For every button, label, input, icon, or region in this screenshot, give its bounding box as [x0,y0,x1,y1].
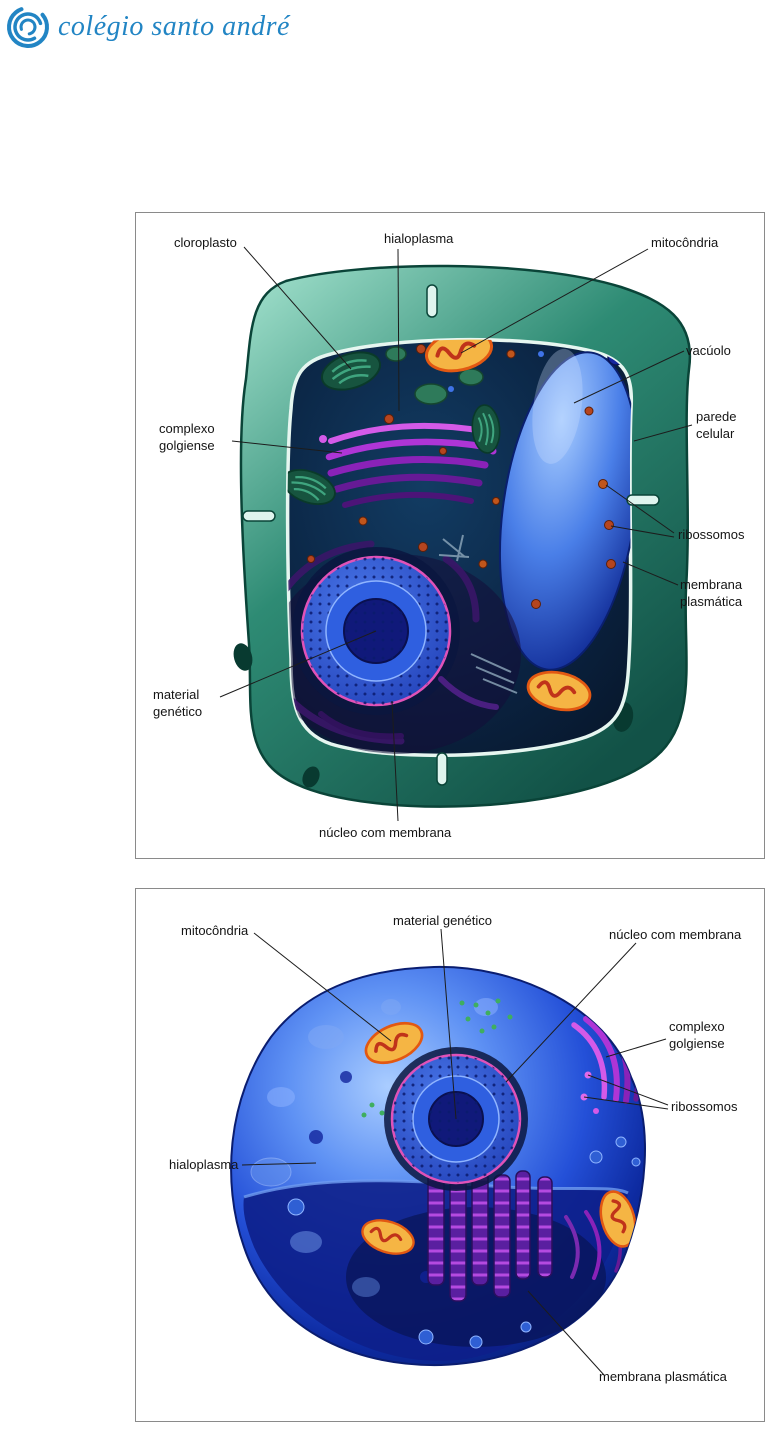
label-hialoplasma: hialoplasma [384,231,454,246]
chloroplast-3 [471,404,501,454]
animal-cell-figure: mitocôndria material genético núcleo com… [135,888,765,1422]
chloroplast-2 [287,469,336,505]
label-hialoplasma: hialoplasma [169,1157,239,1172]
label-ribossomos: ribossomos [671,1099,738,1114]
label-material-genetico: material genético [393,913,492,928]
nucleus [292,547,460,715]
vesicle-small-2 [538,351,544,357]
label-mitocondria: mitocôndria [181,923,249,938]
label-parede-celular: parede celular [696,409,737,441]
green-granules [361,998,513,1118]
label-ribossomos: ribossomos [678,527,745,542]
school-logo: colégio santo andré [4,3,290,51]
er-columns [427,1164,553,1302]
label-material-genetico: material genético [153,687,203,719]
label-nucleo-com-membrana: núcleo com membrana [319,825,452,840]
label-complexo-golgiense: complexo golgiense [669,1019,725,1051]
mitochondrion-2 [361,1219,415,1255]
nucleus [384,1047,528,1191]
label-membrana-plasmatica: membrana plasmática [680,577,743,609]
golgi-complex [319,422,497,508]
logo-text: colégio santo andré [58,11,290,42]
vesicle-small-1 [448,386,454,392]
label-vacuolo: vacúolo [686,343,731,358]
label-complexo-golgiense: complexo golgiense [159,421,215,453]
label-membrana-plasmatica: membrana plasmática [599,1369,727,1384]
mitochondrion-2 [526,670,592,712]
plant-cell-figure: cloroplasto hialoplasma mitocôndria vacú… [135,212,765,859]
er-tubules [318,676,499,740]
label-nucleo-com-membrana: núcleo com membrana [609,927,742,942]
animal-cell-illustration [230,965,646,1367]
label-mitocondria: mitocôndria [651,235,719,250]
spiral-swirl-icon [7,6,49,48]
plastids [385,346,484,405]
label-cloroplasto: cloroplasto [174,235,237,250]
plant-cell-illustration [233,264,692,808]
mitochondrion-3 [599,1190,637,1248]
cytoskeleton-lines [438,534,518,694]
